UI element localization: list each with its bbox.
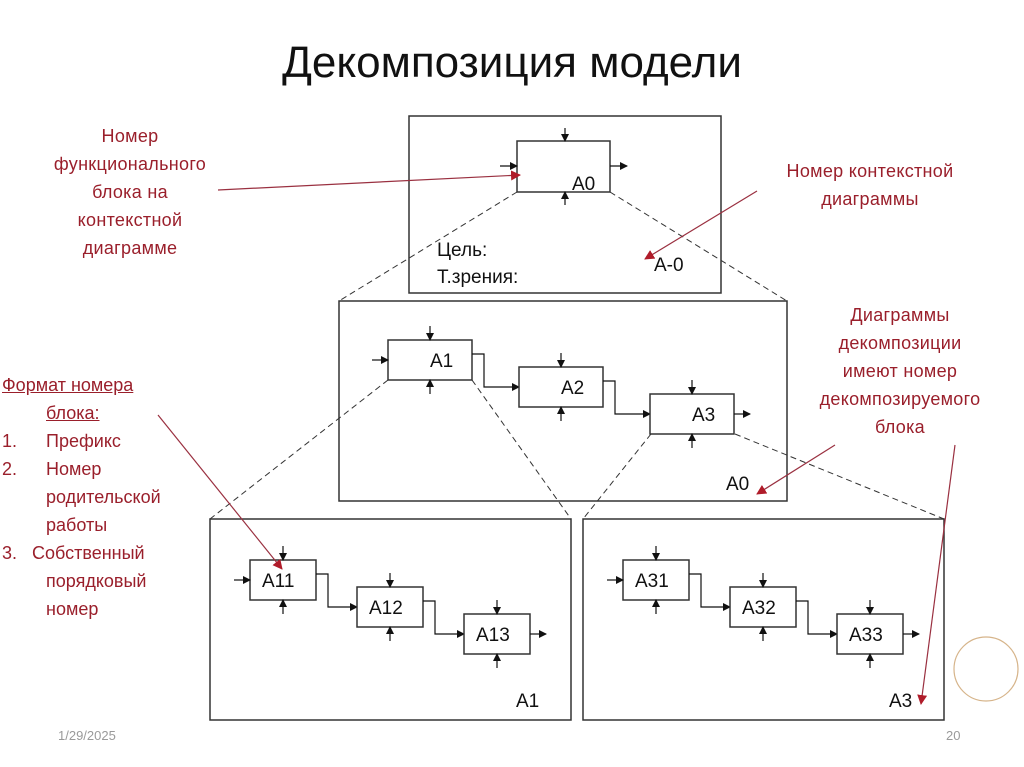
decorative-circle [953,636,1019,702]
item-text: Префикс [46,431,121,451]
context-block-a0: A0 [500,128,628,205]
item-number: 3. [2,543,18,563]
block-label: A2 [561,378,584,399]
annotation-context-diagram-number: Номер контекстной диаграммы [750,157,990,213]
item-text: родительской [46,487,161,507]
block-box [518,366,604,408]
format-header-line2: блока: [46,403,100,423]
item-text: номер [46,599,99,619]
block-a11: A11 [234,546,358,614]
annotation-line: функционального [53,154,207,174]
annotation-line: Номер контекстной [786,161,954,181]
annotation-block-number-format: Формат номера блока: 1. Префикс 2. Номер р… [2,371,161,623]
block-label: A3 [692,405,715,426]
block-a31: A31 [607,546,731,614]
slide-page-number: 20 [946,728,961,743]
block-label: A13 [476,625,510,646]
block-a2: A2 [518,353,651,421]
arrow-to-context-block [217,170,521,191]
block-label: A31 [635,571,669,592]
connection-arrow [603,380,651,418]
annotation-line: диаграмме [82,238,178,258]
annotation-line: блока на [92,182,168,202]
block-label: A33 [849,625,883,646]
context-diagram-frame [408,115,722,294]
block-box [463,613,531,655]
item-text: Собственный [32,543,145,563]
format-item-2: 2. Номер [2,455,161,483]
block-label: A1 [430,351,453,372]
arrow-to-a3-number [917,444,956,705]
arrow-to-context-number [644,190,758,260]
goal-label: Цель: [437,240,487,261]
annotation-decomposition-numbers: Диаграммы декомпозиции имеют номер деком… [790,301,1010,441]
annotation-line: декомпозируемого [819,389,981,409]
annotation-line: Диаграммы [850,305,950,325]
block-a3: A3 [649,380,751,448]
a3-diagram-number: A3 [889,691,912,712]
arrow-to-a0-number [756,444,836,495]
item-text: Номер [46,459,102,479]
block-label: A32 [742,598,776,619]
annotation-line: Номер [101,126,159,146]
format-item-3: 3. Собственный [2,539,161,567]
format-item-1: 1. Префикс [2,427,161,455]
context-diagram-number: A-0 [654,255,684,276]
annotation-line: блока [875,417,925,437]
connection-arrow [689,573,731,611]
connection-arrow [423,600,465,638]
connection-arrow [316,573,358,611]
a3-diagram-frame [582,518,945,721]
context-block-label: A0 [572,174,595,195]
a1-diagram-frame [209,518,572,721]
format-header-line1: Формат номера [2,375,134,395]
a1-diagram-number: A1 [516,691,539,712]
annotation-line: диаграммы [821,189,919,209]
a0-diagram-number: A0 [726,474,749,495]
connection-arrow [472,353,520,391]
block-a12: A12 [356,573,465,641]
block-a13: A13 [463,600,547,668]
block-label: A12 [369,598,403,619]
block-a33: A33 [836,600,920,668]
block-label: A11 [262,571,294,592]
block-a32: A32 [729,573,838,641]
annotation-line: контекстной [77,210,183,230]
annotation-line: имеют номер [842,361,958,381]
viewpoint-label: Т.зрения: [437,267,518,288]
arrow-to-block-a11 [157,414,283,570]
a0-diagram-frame [338,300,788,502]
decomposition-lines [209,191,945,520]
connection-arrow [796,600,838,638]
item-number: 1. [2,431,18,451]
block-a1: A1 [372,326,520,394]
item-text: работы [46,515,108,535]
item-text: порядковый [46,571,147,591]
slide-date: 1/29/2025 [58,728,116,743]
annotation-line: декомпозиции [838,333,962,353]
annotation-functional-block-number: Номер функционального блока на контекстн… [30,122,230,262]
item-number: 2. [2,459,18,479]
slide-title: Декомпозиция модели [282,38,742,87]
